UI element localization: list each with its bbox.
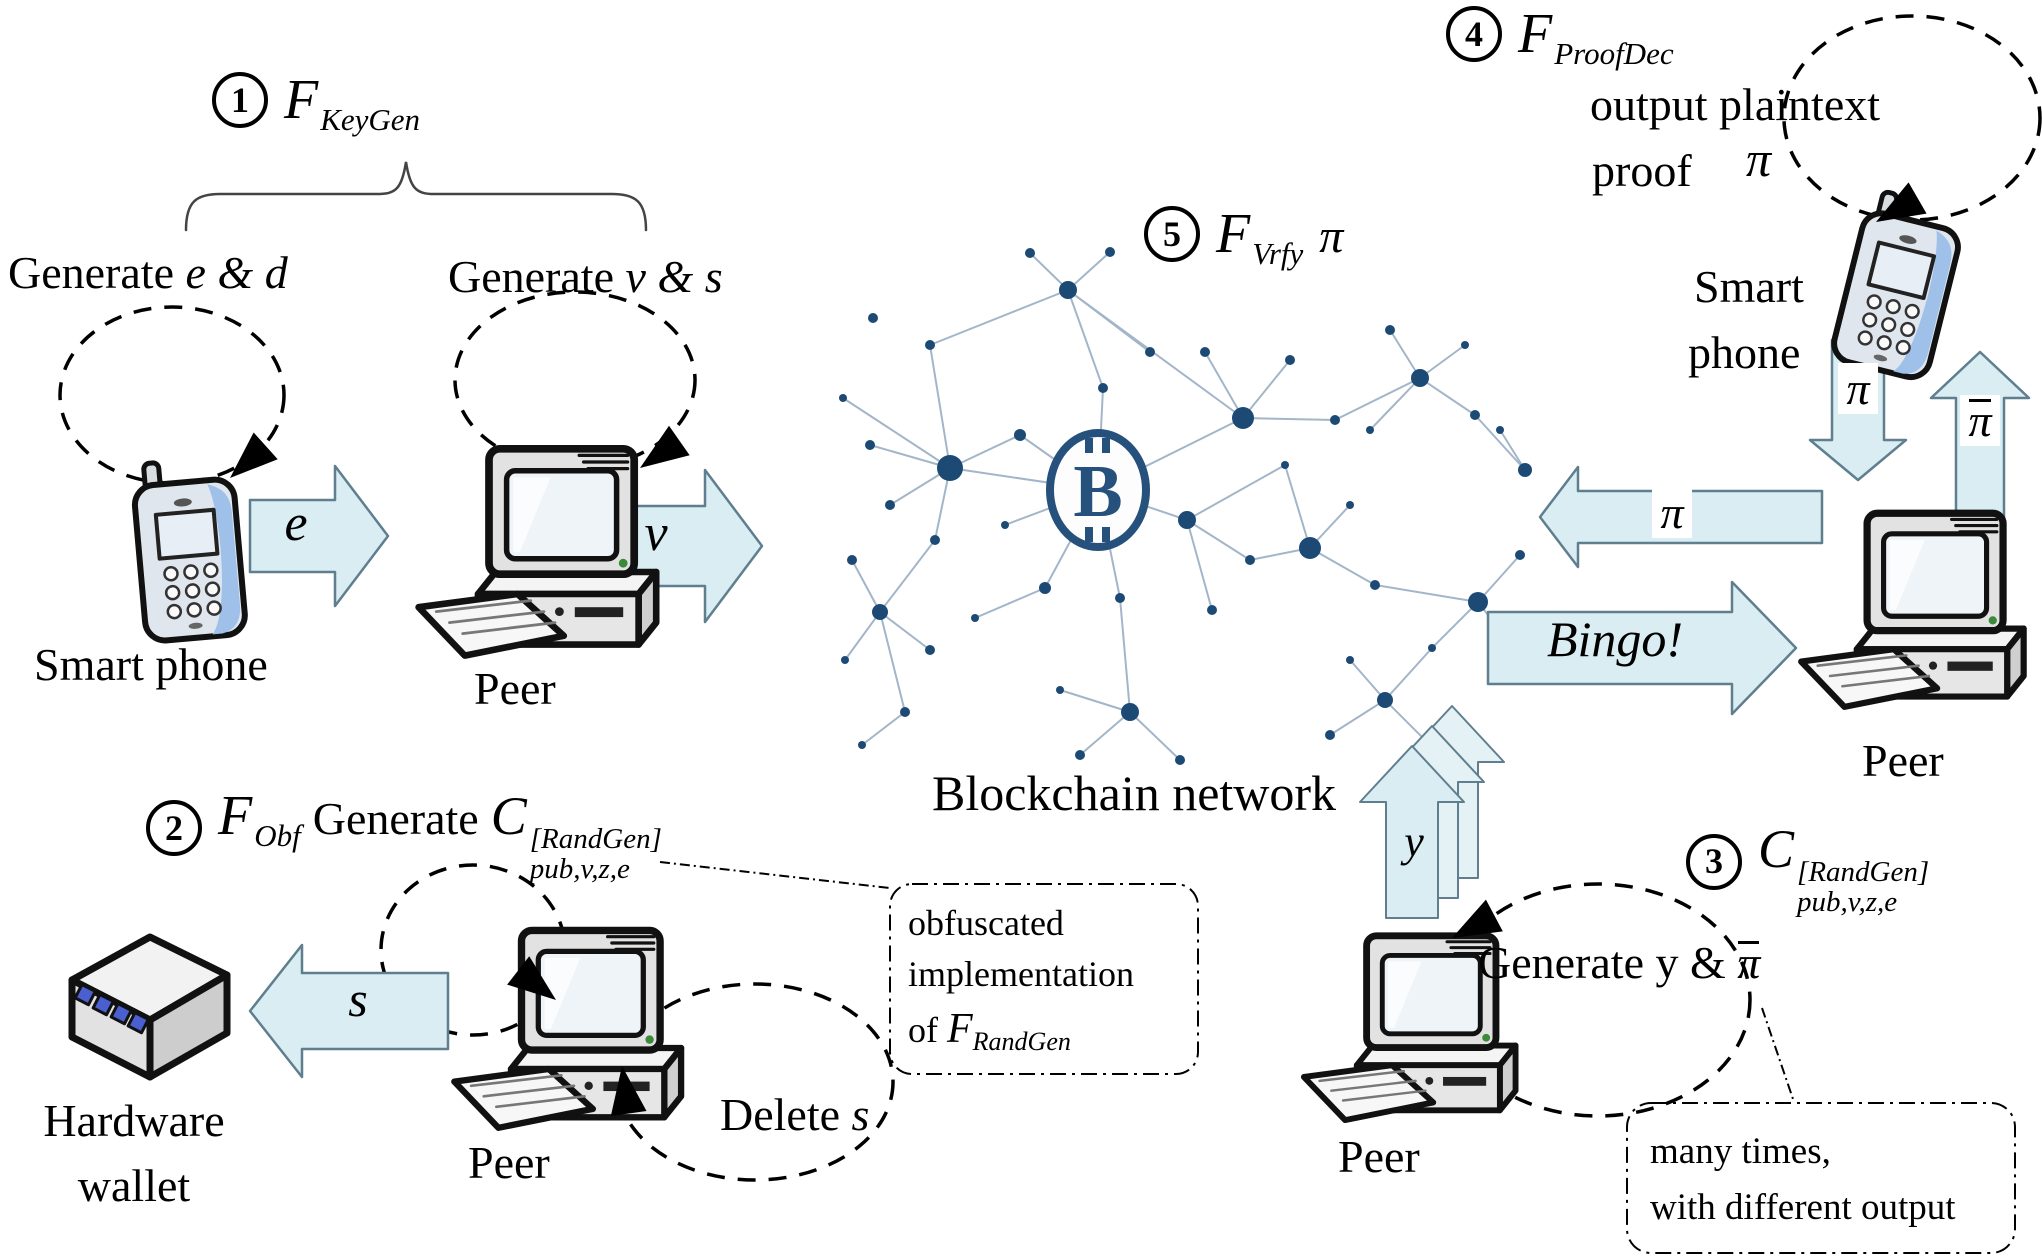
obf-callout-connector <box>659 861 891 889</box>
step3-label: 3 C [RandGen]pub,v,z,e <box>1686 820 1929 916</box>
proof-label: proof <box>1592 145 1692 196</box>
arrow-bingo-label: Bingo! <box>1546 611 1684 667</box>
bitcoin-logo: B <box>1046 429 1150 551</box>
arrow-s-label: s <box>348 971 368 1027</box>
peer-computer-right-icon <box>1801 513 2023 707</box>
hardware-wallet-label: Hardware wallet <box>43 1095 225 1212</box>
arrow-y-front <box>1359 745 1465 919</box>
peer-computer-top-left-icon <box>419 449 657 656</box>
peer-bottom-mid-label: Peer <box>1338 1131 1420 1182</box>
output-plaintext-label: output plaintext <box>1590 79 1881 130</box>
blockchain-network-graphic: B <box>839 247 1532 765</box>
smartphone-left-label: Smart phone <box>34 639 268 690</box>
step3-number: 3 <box>1686 833 1742 890</box>
generate-ypi-label: Generate y & π <box>1478 937 1761 988</box>
svg-text:B: B <box>1073 451 1122 533</box>
arrow-pibar-up-label: π <box>1948 395 2012 446</box>
step2-number: 2 <box>146 800 202 857</box>
arrow-pi-down-label: π <box>1826 363 1890 414</box>
arrow-v-label: v <box>644 505 668 562</box>
many-times-note: many times, with different output <box>1650 1131 1956 1228</box>
smartphone-right-label-1: Smart <box>1694 261 1804 312</box>
gen-ypi-cycle <box>1444 882 1752 1118</box>
delete-s-label: Delete s <box>720 1089 870 1140</box>
smartphone-right-label-2: phone <box>1688 327 1801 378</box>
step1-func: F <box>284 69 319 131</box>
obfuscated-note: obfuscated implementation of FRandGen <box>908 903 1134 1057</box>
peer-bottom-left-label: Peer <box>468 1137 550 1188</box>
obf-callout-box <box>889 883 1199 1075</box>
blockchain-network-label: Blockchain network <box>932 765 1337 821</box>
arrow-e-label: e <box>284 495 308 552</box>
peer-right-label: Peer <box>1862 735 1944 786</box>
step1-number: 1 <box>212 72 268 129</box>
step5-pi: π <box>1319 210 1344 263</box>
step5-number: 5 <box>1144 206 1200 263</box>
hardware-wallet-icon <box>72 937 227 1077</box>
step4-number: 4 <box>1446 6 1502 63</box>
proof-pi-label: π <box>1746 131 1772 187</box>
arrow-pi-left-label: π <box>1640 487 1704 538</box>
arrow-bingo <box>1486 580 1798 716</box>
arrow-y-label: y <box>1404 817 1424 866</box>
many-times-connector <box>1761 1007 1795 1103</box>
smartphone-left-icon <box>131 456 246 642</box>
arrow-s <box>248 943 450 1079</box>
keygen-brace <box>184 161 648 232</box>
proofdec-cycle <box>1782 14 2042 222</box>
peer-top-left-label: Peer <box>474 663 556 714</box>
arrow-e <box>248 464 390 608</box>
generate-vs-label: Generate v & s <box>448 251 723 302</box>
generate-ed-label: Generate e & d <box>8 247 288 298</box>
many-times-box <box>1626 1102 2016 1254</box>
peer-computer-bottom-left-icon <box>454 930 681 1127</box>
